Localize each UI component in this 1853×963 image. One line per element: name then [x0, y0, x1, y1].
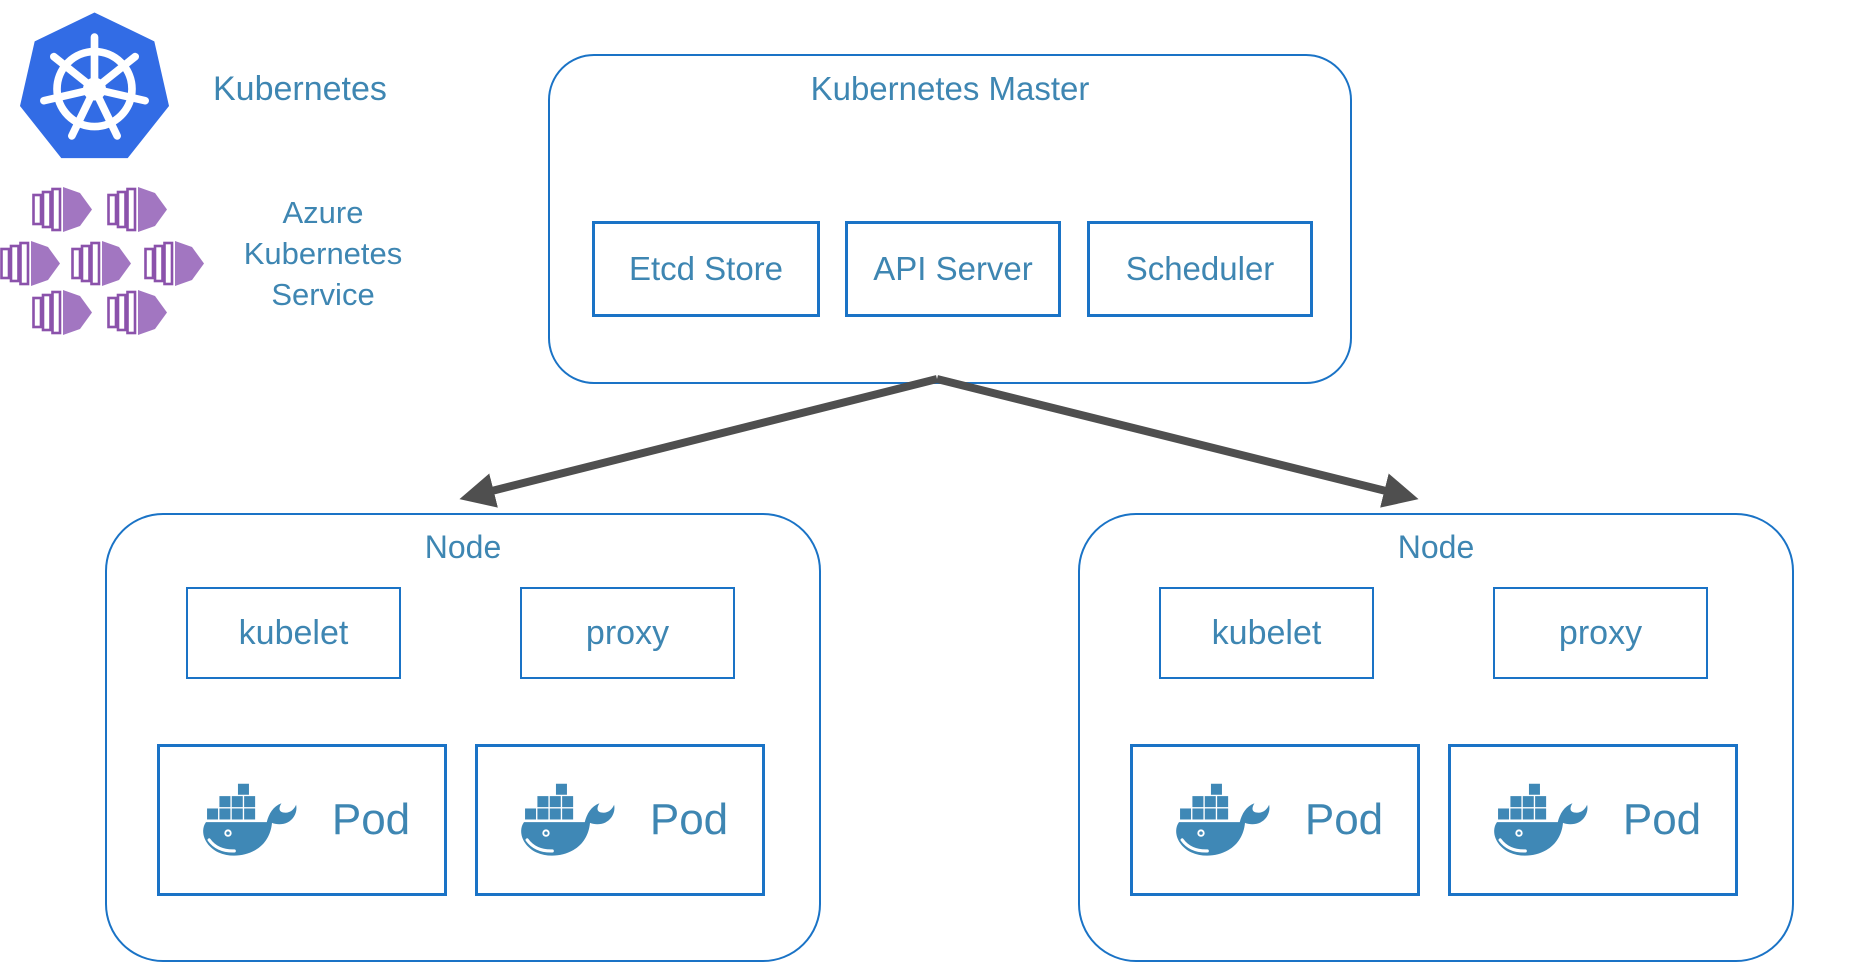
- kubernetes-master-box: Kubernetes Master Etcd Store API Server …: [548, 54, 1352, 384]
- node-title: Node: [1397, 529, 1475, 565]
- node-title: Node: [424, 529, 502, 565]
- pod-label: Pod: [1304, 795, 1384, 844]
- kubelet-box: kubelet: [1159, 587, 1374, 679]
- node-box-right: Node kubelet proxy Pod Pod: [1078, 513, 1794, 962]
- docker-whale-icon: [194, 776, 306, 864]
- aks-label-line-2: Kubernetes: [243, 236, 403, 271]
- kubernetes-logo-icon: [19, 12, 170, 159]
- proxy-box: proxy: [520, 587, 735, 679]
- arrow-master-to-right-node: [936, 375, 1419, 508]
- pod-box: Pod: [475, 744, 765, 896]
- aks-label-line-1: Azure: [282, 195, 364, 230]
- kubernetes-label: Kubernetes: [213, 70, 387, 108]
- docker-whale-icon: [512, 776, 624, 864]
- pod-box: Pod: [1130, 744, 1420, 896]
- etcd-store-box: Etcd Store: [592, 221, 820, 317]
- pod-label: Pod: [649, 795, 729, 844]
- azure-kubernetes-service-logo-icon: [0, 185, 206, 337]
- docker-whale-icon: [1167, 776, 1279, 864]
- docker-whale-icon: [1485, 776, 1597, 864]
- aks-label-line-3: Service: [271, 277, 375, 312]
- api-server-box: API Server: [845, 221, 1061, 317]
- master-title: Kubernetes Master: [810, 70, 1090, 107]
- pod-box: Pod: [1448, 744, 1738, 896]
- aks-label: Azure Kubernetes Service: [225, 192, 421, 315]
- pod-label: Pod: [1622, 795, 1702, 844]
- arrow-master-to-left-node: [459, 375, 938, 508]
- node-box-left: Node kubelet proxy Pod Pod: [105, 513, 821, 962]
- proxy-box: proxy: [1493, 587, 1708, 679]
- scheduler-box: Scheduler: [1087, 221, 1313, 317]
- kubelet-box: kubelet: [186, 587, 401, 679]
- pod-label: Pod: [331, 795, 411, 844]
- pod-box: Pod: [157, 744, 447, 896]
